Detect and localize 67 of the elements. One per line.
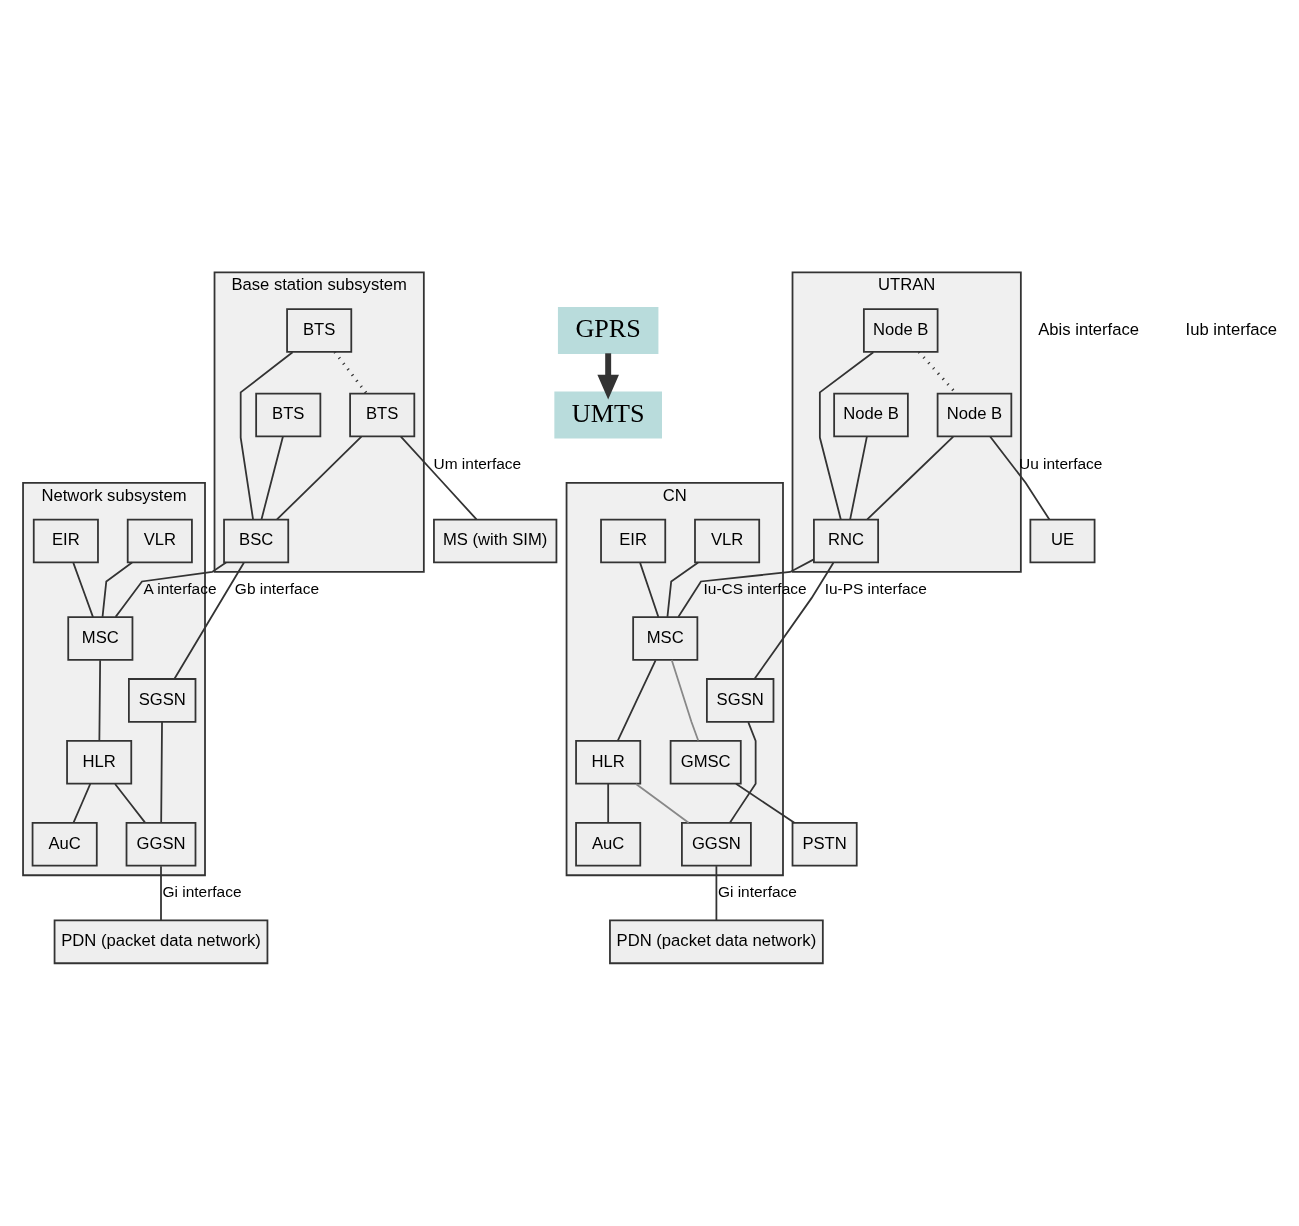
- node-box: PDN (packet data network): [609, 919, 824, 965]
- connector: [715, 865, 718, 922]
- connector: [818, 351, 875, 521]
- node-box: MS (with SIM): [433, 518, 558, 564]
- connector: [639, 562, 660, 618]
- node-box: MSC: [67, 616, 134, 661]
- node-box: BTS: [286, 308, 353, 353]
- node-box: SGSN: [128, 678, 197, 723]
- node-box: Node B: [863, 308, 939, 353]
- connector: [160, 721, 163, 824]
- connector: [72, 783, 92, 824]
- connector: [160, 865, 162, 922]
- node-box: EIR: [32, 518, 99, 564]
- connector: [677, 558, 815, 618]
- node-box: GGSN: [125, 822, 197, 867]
- node-box: AuC: [575, 822, 642, 867]
- connector: [735, 782, 796, 824]
- label: Abis interface: [1038, 319, 1140, 339]
- node-box: VLR: [126, 518, 193, 564]
- node-box: GMSC: [669, 739, 742, 785]
- node-box: GPRS: [557, 307, 659, 355]
- edge-label: Iu-PS interface: [824, 579, 927, 597]
- node-box: AuC: [31, 822, 98, 867]
- connector: [260, 435, 284, 521]
- node-box: Node B: [833, 392, 909, 438]
- node-box: PSTN: [791, 822, 858, 867]
- connector: [989, 435, 1051, 521]
- edge-label: Gi interface: [717, 883, 797, 901]
- connector: [729, 721, 757, 824]
- connector: [616, 659, 657, 742]
- edge-label: Gb interface: [234, 579, 320, 597]
- node-box: UE: [1029, 518, 1096, 564]
- connector: [607, 783, 610, 824]
- connector: [101, 561, 133, 618]
- connector: [72, 562, 94, 618]
- connector: [666, 561, 700, 618]
- node-box: GGSN: [681, 822, 752, 867]
- edge-label: Gi interface: [162, 883, 242, 901]
- connector: [400, 435, 478, 521]
- node-box: EIR: [600, 518, 667, 564]
- node-box: PDN (packet data network): [53, 919, 269, 965]
- connector: [276, 435, 363, 521]
- connector: [866, 435, 955, 521]
- connector: [333, 351, 368, 395]
- node-box: BTS: [349, 392, 416, 438]
- connector: [849, 435, 868, 521]
- node-box: RNC: [813, 518, 880, 564]
- connector: [173, 561, 245, 680]
- node-box: BTS: [255, 392, 322, 438]
- node-box: Node B: [936, 392, 1013, 438]
- node-box: BSC: [223, 518, 290, 564]
- connector: [670, 659, 700, 742]
- node-box: HLR: [66, 739, 133, 785]
- node-box: SGSN: [706, 678, 775, 723]
- arrow: [597, 353, 619, 400]
- connector: [114, 561, 227, 618]
- connector: [114, 783, 146, 824]
- label: Iub interface: [1185, 319, 1278, 339]
- connector: [98, 659, 102, 742]
- connector: [635, 783, 690, 824]
- node-box: VLR: [694, 518, 761, 564]
- edge-label: Um interface: [433, 454, 522, 472]
- node-box: UMTS: [554, 391, 662, 439]
- node-box: HLR: [575, 739, 642, 785]
- connector: [753, 561, 835, 680]
- connector: [239, 351, 294, 521]
- node-box: MSC: [632, 616, 699, 661]
